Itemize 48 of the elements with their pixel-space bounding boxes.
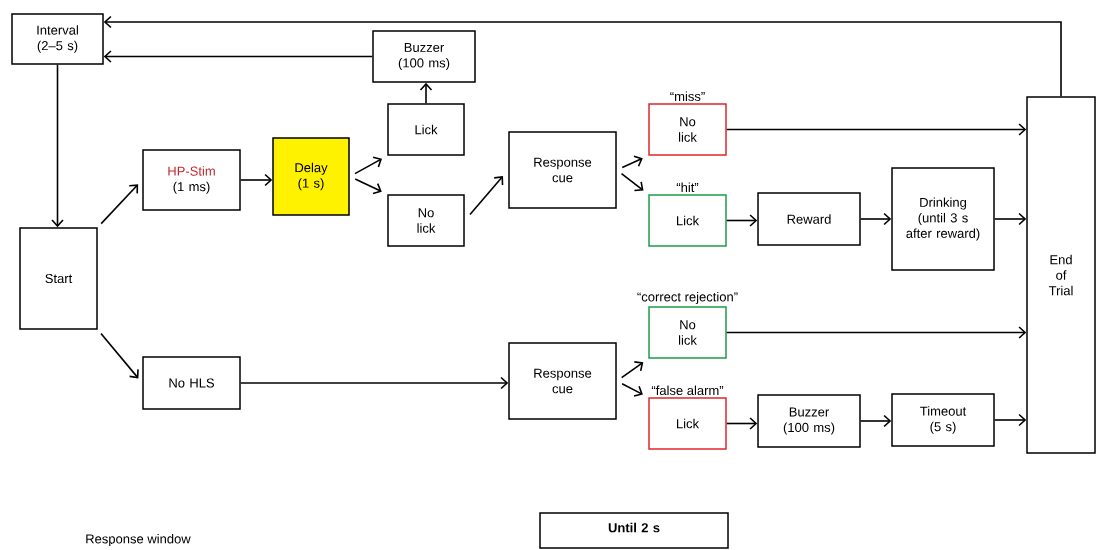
window-box: Until 2 s (539, 512, 729, 549)
arrow (725, 417, 758, 430)
process-box: No lick (387, 194, 465, 247)
arrow (993, 212, 1027, 226)
arrow (354, 178, 382, 195)
outcome-label: “miss” (670, 91, 705, 102)
arrow (100, 332, 139, 379)
arrow (725, 326, 1027, 339)
arrow (621, 382, 643, 397)
process-box: Timeout (5 s) (891, 393, 995, 447)
outcome-box: Lick (648, 397, 727, 450)
arrow (354, 156, 382, 175)
window-label: Response window (86, 533, 191, 547)
arrow (621, 155, 643, 169)
process-box: Delay (1 s) (272, 137, 350, 216)
arrow (419, 82, 433, 105)
process-box: Response cue (508, 342, 617, 420)
arrow (469, 176, 504, 216)
outcome-label: “correct rejection” (637, 291, 738, 305)
arrow (51, 63, 64, 228)
process-box: Lick (387, 103, 465, 156)
arrow (620, 172, 644, 192)
arrow (239, 173, 273, 187)
arrow (859, 212, 892, 226)
process-box: Buzzer (100 ms) (757, 394, 861, 448)
process-box: Interval (2–5 s) (11, 13, 104, 65)
arrow (103, 15, 1062, 98)
process-box: No HLS (142, 356, 241, 410)
end-box: End of Trial (1026, 96, 1096, 454)
arrow (100, 184, 139, 225)
arrow (725, 214, 758, 227)
outcome-label: “hit” (676, 182, 699, 193)
outcome-box: Lick (648, 194, 727, 247)
outcome-box: No lick (648, 103, 727, 156)
outcome-box: No lick (648, 306, 727, 359)
arrow (239, 376, 509, 390)
process-box: Reward (757, 192, 861, 246)
process-box: Start (19, 227, 98, 330)
arrow (993, 413, 1027, 427)
arrow (103, 50, 374, 63)
process-box: HP-Stim (1 ms) (142, 149, 241, 211)
arrow (725, 123, 1027, 136)
arrow (859, 414, 892, 428)
outcome-label: “false alarm” (651, 385, 724, 396)
process-box: Response cue (508, 131, 617, 209)
process-box: Drinking (until 3 s after reward) (891, 167, 995, 271)
arrow (620, 361, 644, 379)
process-box: Buzzer (100 ms) (372, 30, 476, 83)
